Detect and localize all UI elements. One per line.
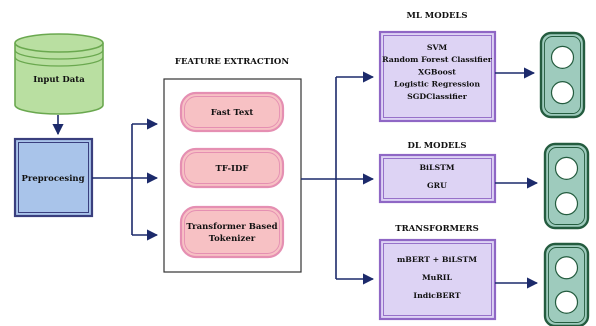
output-circle — [550, 81, 575, 105]
model-label: mBERT + BiLSTM — [397, 255, 477, 264]
transformers-title: TRANSFORMERS — [395, 224, 479, 234]
preprocessing-box: Preprocesing — [13, 137, 94, 218]
input-data-label: Input Data — [33, 75, 85, 85]
feature-method-label: TF-IDF — [216, 164, 249, 174]
output-node — [543, 142, 590, 230]
output-circle — [554, 256, 579, 280]
output-node — [543, 242, 590, 326]
preprocessing-label: Preprocesing — [21, 174, 84, 184]
fast-text-box: Fast Text — [179, 91, 285, 133]
dl-models-box — [378, 153, 497, 204]
model-label: GRU — [427, 181, 447, 190]
tf-idf-box: TF-IDF — [179, 147, 285, 189]
transformers-box — [378, 238, 497, 321]
arrows-features-to-models — [301, 71, 375, 285]
transformers-group: TRANSFORMERS mBERT + BiLSTM MuRIL IndicBERT — [378, 224, 590, 326]
output-circle — [554, 156, 579, 180]
feature-method-label: Transformer Based — [186, 222, 277, 232]
output-circle — [550, 45, 575, 69]
output-node — [539, 31, 586, 119]
arrows-preprocess-to-features — [92, 118, 159, 241]
model-label: SGDClassifier — [407, 92, 468, 101]
model-label: Logistic Regression — [394, 80, 480, 89]
dl-models-title: DL MODELS — [407, 141, 466, 151]
feature-method-label: Tokenizer — [209, 234, 256, 244]
model-groups: ML MODELS SVM Random Forest ClassifierXGBo… — [378, 11, 590, 326]
output-circle — [554, 192, 579, 216]
model-label: SVM — [427, 43, 448, 52]
output-circle — [554, 290, 579, 314]
dl-models-group: DL MODELS BiLSTM GRU — [378, 141, 590, 230]
model-label: MuRIL — [422, 273, 452, 282]
model-label: XGBoost — [418, 67, 456, 76]
feature-extraction-title: FEATURE EXTRACTION — [175, 57, 289, 67]
model-label: BiLSTM — [419, 163, 454, 172]
model-label: Random Forest Classifier — [382, 55, 493, 64]
model-label: IndicBERT — [413, 291, 460, 300]
ml-models-title: ML MODELS — [406, 11, 467, 21]
input-data-database: Input Data — [14, 33, 104, 115]
feature-method-label: Fast Text — [211, 108, 254, 118]
ml-models-box — [378, 30, 497, 123]
ml-models-group: ML MODELS SVM Random Forest ClassifierXGBo… — [378, 11, 586, 123]
